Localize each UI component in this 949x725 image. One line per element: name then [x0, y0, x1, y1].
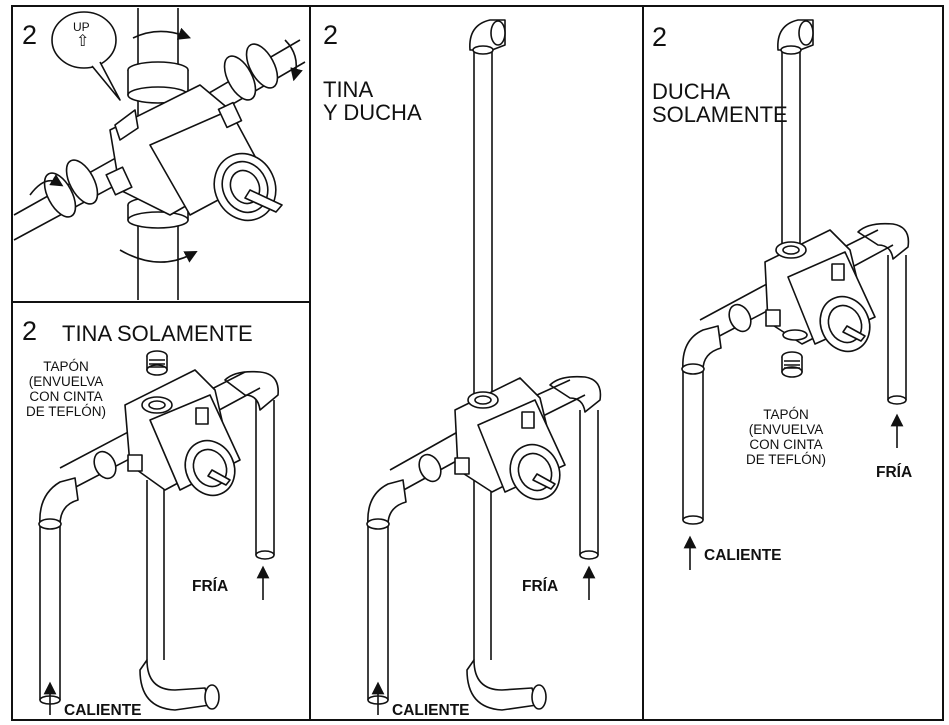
up-label: UP	[73, 20, 90, 34]
panel-d-drawing	[681, 19, 910, 570]
plug-note-line: (ENVUELVA	[748, 422, 824, 437]
panel-d-hot-label: CALIENTE	[704, 547, 782, 564]
cold-pipe-icon	[255, 400, 275, 555]
panel-d-title: DUCHA SOLAMENTE	[652, 80, 788, 126]
panel-b-step-number: 2	[22, 316, 38, 346]
cold-pipe-icon	[579, 410, 599, 555]
hot-pipe-icon	[367, 525, 389, 700]
plug-note-line: TAPÓN	[43, 359, 89, 374]
plug-icon	[781, 351, 803, 378]
plug-note-line: DE TEFLÓN)	[745, 452, 826, 467]
up-bubble	[51, 11, 117, 69]
panel-a-drawing	[13, 8, 306, 300]
panel-d-step-number: 2	[652, 22, 668, 52]
panel-c-step-number: 2	[323, 20, 339, 50]
shower-pipe-icon	[781, 50, 801, 250]
panel-d-title-line: DUCHA	[652, 79, 731, 104]
plug-note-line: CON CINTA	[749, 437, 823, 452]
panel-c-title-line: TINA	[323, 77, 374, 102]
panel-c-title-line: Y DUCHA	[323, 100, 422, 125]
panel-b-plug-note: TAPÓN (ENVUELVA CON CINTA DE TEFLÓN)	[24, 359, 108, 419]
panel-c-hot-label: CALIENTE	[392, 702, 470, 719]
plug-note-line: (ENVUELVA	[28, 374, 104, 389]
panel-c-drawing	[366, 19, 602, 715]
plug-icon	[146, 350, 168, 376]
panel-b-title: TINA SOLAMENTE	[62, 321, 253, 346]
hot-pipe-icon	[682, 370, 704, 520]
panel-d-plug-note: TAPÓN (ENVUELVA CON CINTA DE TEFLÓN)	[741, 407, 831, 467]
panel-d-title-line: SOLAMENTE	[652, 102, 788, 127]
hot-pipe-icon	[39, 525, 61, 700]
rotation-arrow-icon	[132, 27, 192, 40]
panel-a-step-number: 2	[22, 20, 38, 50]
panel-b-cold-label: FRÍA	[192, 578, 229, 595]
shower-pipe-icon	[473, 50, 493, 395]
panel-b-hot-label: CALIENTE	[64, 702, 142, 719]
up-arrow-icon: ⇧	[76, 33, 90, 50]
plug-note-line: CON CINTA	[29, 389, 103, 404]
plug-note-line: TAPÓN	[763, 407, 809, 422]
panel-c-title: TINA Y DUCHA	[323, 78, 422, 124]
cold-pipe-icon	[887, 255, 907, 400]
tub-pipe-icon	[473, 480, 492, 660]
panel-d-cold-label: FRÍA	[876, 464, 913, 481]
panel-b-drawing	[38, 350, 279, 715]
panel-frames	[11, 5, 944, 721]
tub-pipe-icon	[146, 480, 165, 660]
panel-c-cold-label: FRÍA	[522, 578, 559, 595]
plug-note-line: DE TEFLÓN)	[25, 404, 106, 419]
